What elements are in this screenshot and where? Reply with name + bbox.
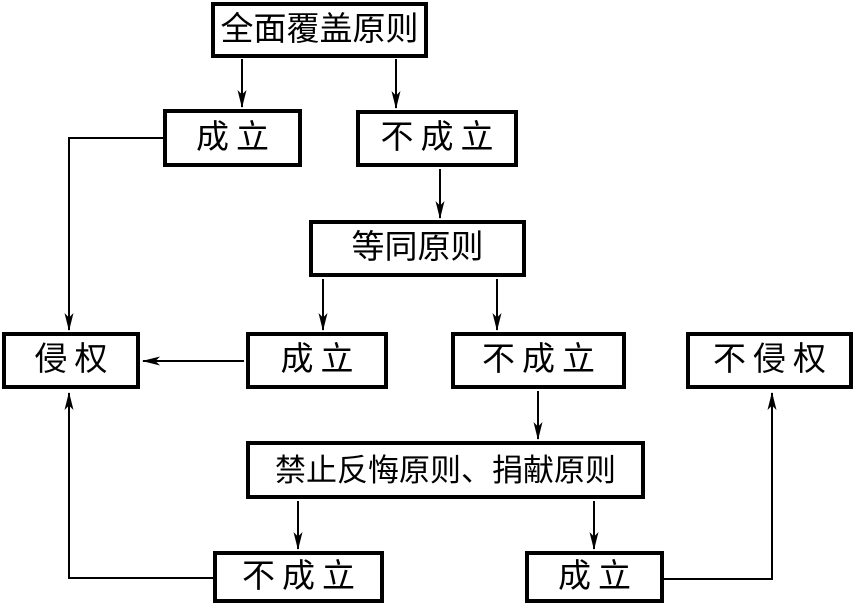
node-eq-established: 成立 [246, 332, 388, 389]
node-fc-not-established: 不成立 [356, 110, 518, 167]
node-ed-established: 成立 [525, 551, 664, 603]
node-non-infringement: 不侵权 [686, 332, 853, 389]
node-label: 等同原则 [351, 230, 484, 266]
node-label: 不成立 [482, 342, 602, 378]
edge-established-infringement [64, 137, 163, 331]
node-label: 不侵权 [713, 342, 833, 378]
node-fc-established: 成立 [163, 109, 302, 167]
node-label: 全面覆盖原则 [220, 11, 419, 48]
node-estoppel-donation-principle: 禁止反悔原则、捐献原则 [246, 441, 645, 499]
node-label: 成立 [280, 342, 361, 378]
node-label: 侵权 [34, 342, 115, 378]
node-infringement: 侵权 [2, 332, 140, 389]
node-label: 成立 [196, 119, 276, 156]
node-label: 不成立 [242, 558, 362, 595]
node-full-coverage-principle: 全面覆盖原则 [211, 2, 428, 58]
node-ed-not-established: 不成立 [213, 551, 384, 603]
node-eq-not-established: 不成立 [451, 332, 626, 389]
node-equivalents-principle: 等同原则 [309, 220, 526, 277]
edge-ednotestablished-infringement [64, 392, 213, 579]
node-label: 成立 [558, 558, 638, 595]
node-label: 不成立 [380, 120, 501, 156]
node-label: 禁止反悔原则、捐献原则 [275, 452, 616, 488]
edge-edestablished-noninfringement [664, 392, 777, 580]
